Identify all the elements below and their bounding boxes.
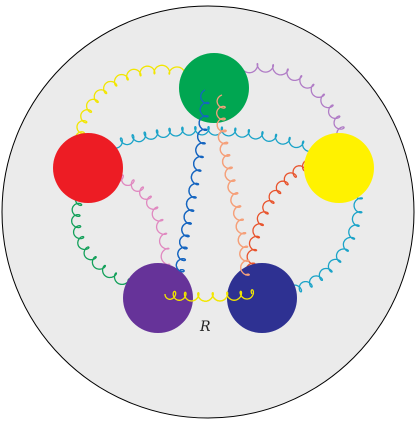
background-disk: [1, 5, 415, 419]
gluon-link-green-red-yellow: [74, 64, 186, 157]
gluon-link-green-yellow-mauve: [242, 62, 347, 149]
region-label: R: [199, 319, 211, 335]
node-red: [53, 133, 123, 203]
gluon-link-red-purple-green: [71, 181, 130, 286]
node-purple: [123, 263, 193, 333]
gluon-link-yellow-navy-cyan: [288, 171, 364, 295]
gluon-link-yellow-navy-orange_red: [245, 154, 325, 279]
gluon-link-overlay-green-purple: [175, 89, 210, 273]
gluon-link-overlay-purple-navy: [164, 289, 255, 302]
node-green: [179, 53, 249, 123]
node-navy: [227, 263, 297, 333]
nodes-layer: [53, 53, 374, 333]
gluon-link-overlay-green-navy: [216, 94, 250, 276]
node-yellow: [304, 133, 374, 203]
